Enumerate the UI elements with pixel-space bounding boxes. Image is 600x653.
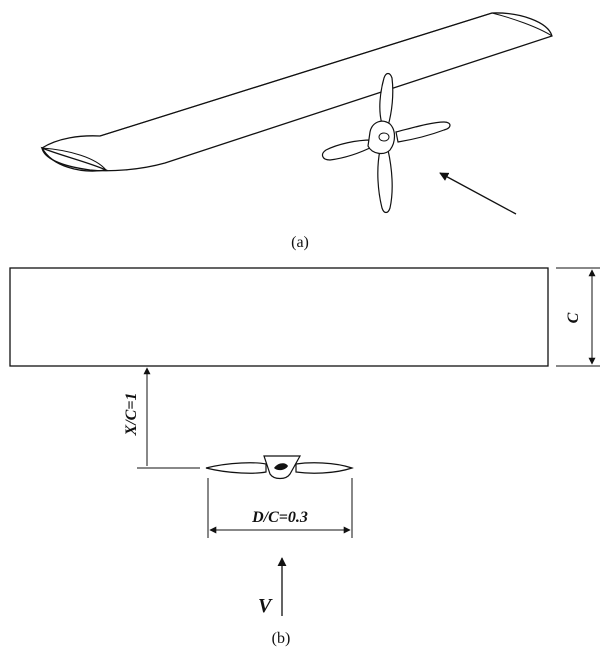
panel-a-caption: (a) <box>291 234 309 251</box>
panel-b-caption: (b) <box>272 630 291 647</box>
propeller-3d <box>321 72 451 214</box>
chord-dimension: C <box>556 267 600 367</box>
panel-b-top-view: C X/C=1 D/C=0.3 V (b) <box>9 267 600 647</box>
flow-arrow-3d <box>439 172 517 215</box>
panel-a-3d-view: (a) <box>40 12 553 251</box>
diameter-dimension: D/C=0.3 <box>207 478 353 538</box>
velocity-label: V <box>258 595 273 617</box>
spacing-label: X/C=1 <box>123 393 140 437</box>
chord-label: C <box>565 312 582 323</box>
wing-3d <box>40 12 553 172</box>
velocity-arrow: V <box>258 557 287 617</box>
propeller-top-view <box>205 455 354 480</box>
wing-planform <box>9 267 549 367</box>
diameter-label: D/C=0.3 <box>251 509 308 526</box>
spacing-dimension: X/C=1 <box>123 367 200 469</box>
